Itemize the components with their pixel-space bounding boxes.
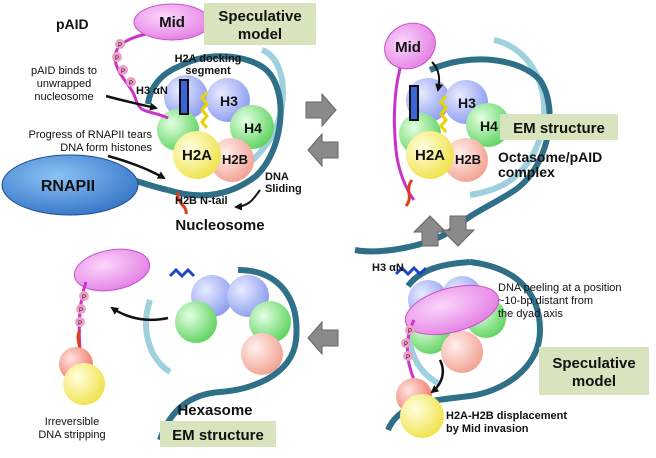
paid-chain — [392, 61, 416, 201]
rnapii-label: RNAPII — [41, 178, 95, 195]
histone-h2b-bead — [444, 138, 488, 182]
right-arrow — [305, 92, 337, 128]
h2b-n-tail — [404, 179, 414, 207]
h3-alpha-n-helix — [179, 79, 189, 115]
rnapii — [1, 154, 139, 216]
h3-label: H3 — [220, 93, 238, 109]
left-arrow — [307, 320, 339, 356]
h2b-n-tail — [176, 191, 188, 215]
h2b-label: H2B — [455, 152, 481, 167]
svg-text:P: P — [406, 355, 410, 361]
panel-top-right: Mid EM structure H3 H4 H2A H2B Octasome/… — [354, 22, 618, 255]
histone-h2b-bead — [441, 331, 483, 373]
svg-text:P: P — [79, 308, 83, 314]
h4-label: H4 — [480, 118, 498, 134]
h3-alpha-n-tail — [168, 267, 196, 279]
histone-h2b-bead — [241, 333, 283, 375]
stripping-arrow — [110, 306, 169, 322]
dna-front-strand — [167, 53, 284, 199]
histone-h4-bead — [249, 301, 291, 343]
transition-arrows — [305, 92, 476, 356]
histone-h4-bead — [466, 103, 510, 147]
svg-text:P: P — [115, 56, 119, 62]
histone-h2b-bead — [210, 138, 254, 182]
svg-text:P: P — [118, 43, 122, 49]
displacement-arrow — [430, 359, 444, 394]
progress-arrow — [107, 154, 166, 180]
hexasome-label: Hexasome — [177, 402, 252, 419]
down-arrow — [440, 215, 476, 247]
dna-back-strand — [143, 299, 172, 375]
em-structure-label: EM structure — [513, 120, 605, 137]
dna-front-strand — [157, 267, 300, 441]
left-arrow — [307, 132, 339, 168]
panel-bottom-left: P P P Hexasome EM structure Irreversible… — [38, 248, 300, 447]
dna-tail — [145, 63, 182, 105]
svg-text:P: P — [82, 295, 86, 301]
em-structure-box — [160, 421, 276, 447]
phospho-beads: P P P — [401, 325, 415, 361]
h3-label: H3 — [458, 95, 476, 111]
histone-h2a-bead — [63, 363, 105, 405]
phospho-beads: P P P — [75, 291, 89, 327]
dna-back-strand — [469, 37, 548, 198]
h2a-docking-segment — [200, 91, 209, 129]
em-structure-label: EM structure — [172, 427, 264, 444]
histone-h4-bead — [175, 301, 217, 343]
svg-text:P: P — [121, 69, 125, 75]
phospho-beads: P P P P — [112, 39, 136, 87]
up-arrow — [412, 215, 448, 247]
binds-arrow — [105, 94, 158, 111]
speculative-model-box — [539, 347, 649, 395]
sliding-arrow — [234, 189, 261, 211]
mid-label: Mid — [395, 39, 421, 56]
h2b-n-tail-label: H2B N-tail — [175, 195, 228, 207]
em-structure-box — [500, 114, 618, 140]
svg-text:P: P — [129, 81, 133, 87]
mid-domain — [404, 284, 500, 336]
svg-text:P: P — [78, 321, 82, 327]
h2a-label: H2A — [182, 147, 212, 164]
h2b-label: H2B — [222, 152, 248, 167]
h3-alpha-n-label: H3 αN — [372, 262, 404, 274]
mid-label: Mid — [159, 14, 185, 31]
speculative-model-box — [204, 3, 316, 45]
h3-alpha-n-tail — [394, 265, 428, 277]
h4-label: H4 — [244, 120, 262, 136]
svg-text:P: P — [404, 342, 408, 348]
h2a-docking-segment — [439, 95, 448, 133]
paid-label: pAID — [56, 16, 89, 32]
h3-alpha-n-label: H3 αN — [136, 85, 168, 97]
mid-invasion-arrow — [431, 61, 444, 92]
histone-h4-bead — [230, 105, 274, 149]
dna-peeled-end — [405, 259, 471, 288]
nucleosome-label: Nucleosome — [175, 217, 264, 234]
mid-domain — [73, 248, 151, 292]
mid-domain — [384, 22, 436, 70]
h3-alpha-n-helix — [409, 85, 419, 121]
histone-h2a-bead — [400, 394, 444, 438]
svg-text:P: P — [408, 329, 412, 335]
h2a-label: H2A — [415, 147, 445, 164]
dna-peeling-text: DNA peeling at a position~10-bp distant … — [498, 282, 622, 320]
histone-h2a-bead — [406, 131, 454, 179]
histone-h2a-bead — [173, 131, 221, 179]
